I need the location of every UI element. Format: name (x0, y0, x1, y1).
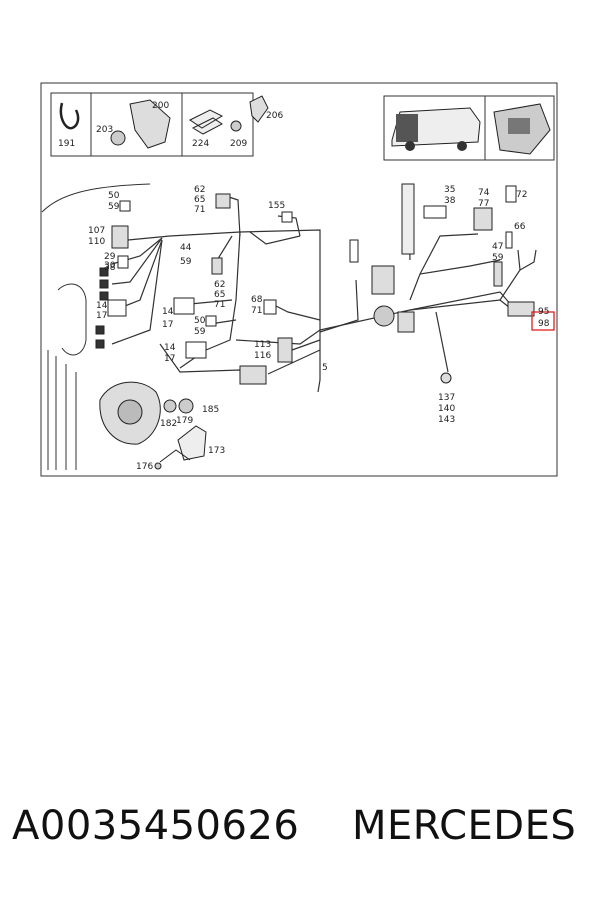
alternator-assembly (99, 381, 207, 470)
callout: 71 (251, 306, 262, 316)
brand-name: MERCEDES (352, 803, 577, 849)
callout-labels: 191 203 200 224 209 206 50 59 107 110 29… (58, 101, 550, 472)
connector-116 (239, 365, 267, 385)
callout: 95 (538, 307, 549, 317)
callout: 68 (251, 295, 263, 305)
callout: 65 (214, 290, 225, 300)
vehicle-inset (383, 95, 555, 161)
callout: 74 (478, 188, 490, 198)
callout: 59 (180, 257, 192, 267)
callout: 38 (104, 263, 116, 273)
connector-47 (493, 261, 503, 287)
connector-113 (277, 337, 293, 363)
callout: 77 (478, 199, 489, 209)
connector-95 (507, 301, 535, 317)
callout: 209 (230, 139, 247, 149)
part-number: A0035450626 (12, 803, 300, 849)
callout: 155 (268, 201, 285, 211)
ground-137 (440, 372, 452, 384)
callout: 140 (438, 404, 455, 414)
callout: 62 (194, 185, 205, 195)
callout: 137 (438, 393, 455, 403)
callout: 107 (88, 226, 105, 236)
switch-355 (349, 239, 359, 263)
relay-35 (423, 205, 447, 219)
connector-center (397, 311, 415, 333)
module-74 (473, 207, 493, 231)
highlight-box (531, 311, 555, 331)
callout: 47 (492, 242, 503, 252)
bracket-173-icon (177, 425, 207, 461)
connector-50 (119, 200, 131, 212)
callout: 14 (162, 307, 174, 317)
callout: 71 (214, 300, 225, 310)
callout: 29 (104, 252, 116, 262)
callout: 66 (514, 222, 526, 232)
connector-50b (205, 315, 217, 327)
connector-14a (107, 299, 127, 317)
connector-14c (185, 341, 207, 359)
callout: 113 (254, 340, 271, 350)
pump (373, 305, 395, 327)
callout: 5 (322, 363, 328, 373)
callout: 14 (96, 301, 108, 311)
valve-block (371, 265, 395, 295)
relay-72 (505, 185, 517, 203)
connector-155 (281, 211, 293, 223)
callout: 59 (108, 202, 120, 212)
callout: 62 (214, 280, 225, 290)
callout: 44 (180, 243, 192, 253)
callout: 203 (96, 125, 113, 135)
callout: 179 (176, 416, 193, 426)
callout: 17 (164, 354, 175, 364)
clip-part-icon (189, 109, 224, 135)
callout: 200 (152, 101, 169, 111)
hook-part-icon (59, 102, 80, 130)
callout: 50 (108, 191, 120, 201)
callout: 224 (192, 139, 209, 149)
callout: 17 (162, 320, 173, 330)
callout: 59 (492, 253, 504, 263)
bracket-part-icon (129, 99, 171, 149)
callout: 35 (444, 185, 455, 195)
callout: 14 (164, 343, 176, 353)
parts-inset-strip (50, 92, 269, 157)
screw-part-icon (230, 120, 242, 132)
callout: 17 (96, 311, 107, 321)
connectors (95, 183, 535, 385)
callout: 30 (104, 261, 116, 271)
callout: 173 (208, 446, 225, 456)
part-caption: A0035450626 MERCEDES (0, 795, 600, 865)
callout: 71 (194, 205, 205, 215)
callout: 38 (444, 196, 456, 206)
callout: 50 (194, 316, 206, 326)
callout: 176 (136, 462, 153, 472)
connector-62 (215, 193, 231, 209)
cab-outline (41, 183, 151, 470)
connector-107 (111, 225, 129, 249)
connector-44 (211, 257, 223, 275)
callout: 72 (516, 190, 527, 200)
callout: 143 (438, 415, 455, 425)
wiper-motor (401, 183, 415, 255)
connector-29 (117, 255, 129, 269)
callout: 116 (254, 351, 271, 361)
connector-30-group (99, 267, 109, 277)
callout: 182 (160, 419, 177, 429)
connector-66 (505, 231, 513, 249)
callout: 110 (88, 237, 105, 247)
wiring-harness-diagram: 191 203 200 224 209 206 50 59 107 110 29… (40, 82, 558, 477)
callout: 185 (202, 405, 219, 415)
callout: 65 (194, 195, 205, 205)
callout-highlighted: 98 (538, 319, 550, 329)
callout: 59 (194, 327, 206, 337)
connector-14b (173, 297, 195, 315)
harness-wires (111, 189, 537, 393)
callout: 206 (266, 111, 283, 121)
callout: 191 (58, 139, 75, 149)
connector-68 (263, 299, 277, 315)
